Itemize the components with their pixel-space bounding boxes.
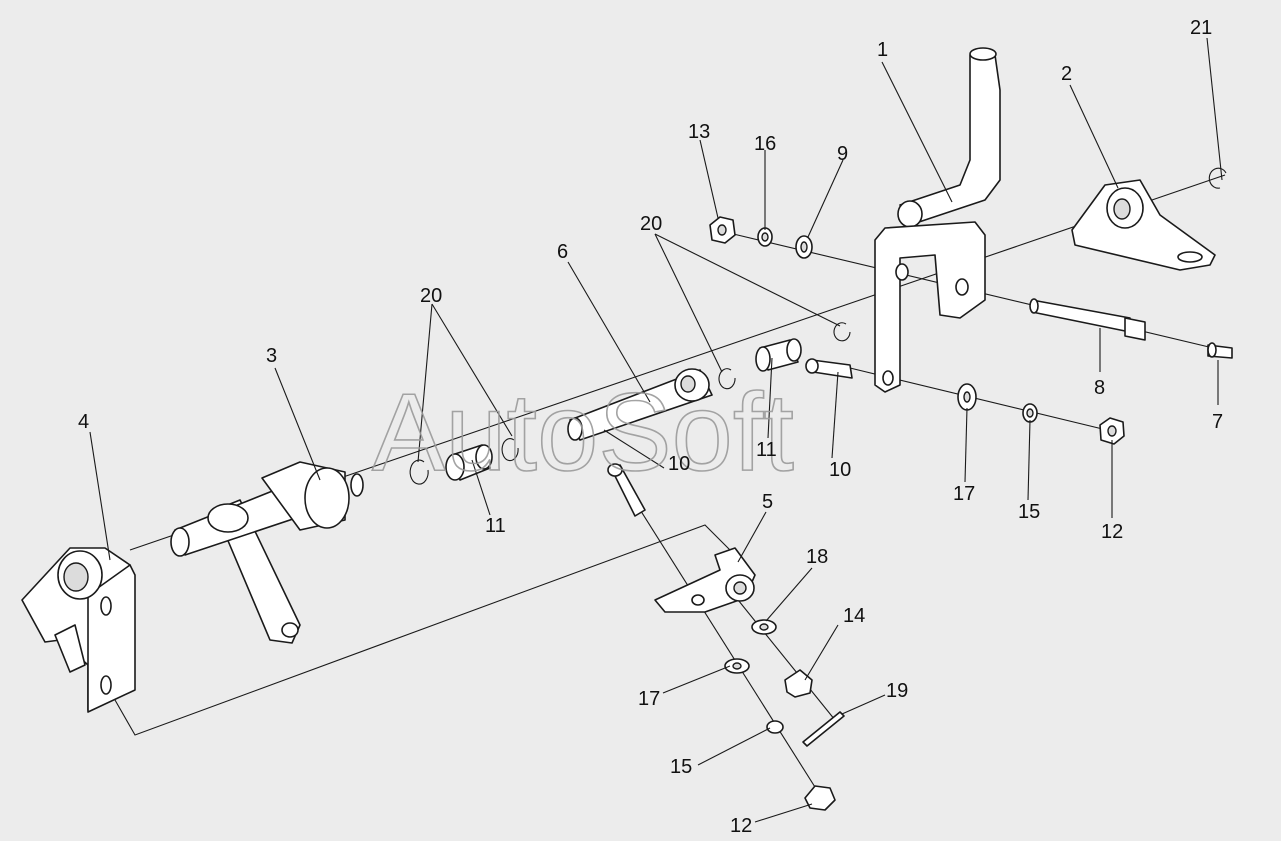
part-6-shaft xyxy=(567,368,713,441)
callout-13: 13 xyxy=(688,121,710,143)
callout-11-right: 11 xyxy=(756,439,777,461)
callout-4: 4 xyxy=(78,411,89,433)
bracket-to-lever-axis xyxy=(114,524,741,736)
part-5-lower-lever xyxy=(654,547,756,613)
part-15-lock-washer-lower xyxy=(766,720,784,734)
callout-12-lower: 12 xyxy=(730,815,752,837)
lower-stud-axis xyxy=(614,469,821,796)
part-8-pivot-bolt xyxy=(1029,298,1146,341)
part-13-nut-upper xyxy=(709,216,736,244)
part-7-grease-fitting xyxy=(1207,342,1233,359)
watermark-text: AutoSoft xyxy=(372,371,794,494)
callout-15-lower: 15 xyxy=(670,756,692,778)
callout-5: 5 xyxy=(762,491,773,513)
circlip-20-d xyxy=(833,322,851,342)
circlip-20-a xyxy=(409,459,429,485)
part-9-washer xyxy=(795,235,813,259)
part-17-washer-lower xyxy=(724,658,750,674)
lever-pin-axis xyxy=(729,589,836,721)
circlip-20-b xyxy=(501,438,519,462)
part-12-nut-lower xyxy=(804,785,836,811)
part-19-cotter-pin xyxy=(802,711,845,747)
callout-16: 16 xyxy=(754,133,776,155)
callout-leaders xyxy=(89,37,1223,823)
callout-21: 21 xyxy=(1190,17,1212,39)
callout-1: 1 xyxy=(877,39,888,61)
callout-18: 18 xyxy=(806,546,828,568)
part-2-mounting-bracket xyxy=(1071,179,1216,271)
callout-15-right: 15 xyxy=(1018,501,1040,523)
callout-8: 8 xyxy=(1094,377,1105,399)
callout-17-right: 17 xyxy=(953,483,975,505)
callout-3: 3 xyxy=(266,345,277,367)
part-14-castle-nut xyxy=(784,669,813,698)
callout-14: 14 xyxy=(843,605,865,627)
callout-10-upper: 10 xyxy=(829,459,851,481)
callout-20-right: 20 xyxy=(640,213,662,235)
part-15-lock-washer-right xyxy=(1022,403,1038,423)
callout-6: 6 xyxy=(557,241,568,263)
callout-labels: 1 2 3 4 5 6 7 8 9 10 10 11 11 12 12 13 1… xyxy=(78,17,1223,837)
part-10-ball-stud-lower xyxy=(607,463,646,517)
part-3-lever-shaft xyxy=(170,461,364,644)
callout-9: 9 xyxy=(837,143,848,165)
callout-2: 2 xyxy=(1061,63,1072,85)
bushing-11-left xyxy=(445,444,493,481)
callout-10-lower: 10 xyxy=(668,453,690,475)
part-16-lock-washer xyxy=(757,227,773,247)
part-12-nut-right xyxy=(1099,417,1125,445)
callout-20-left: 20 xyxy=(420,285,442,307)
part-1-pedal-lever xyxy=(874,47,1001,393)
callout-17-lower: 17 xyxy=(638,688,660,710)
part-18-washer xyxy=(751,619,777,635)
callout-12-right: 12 xyxy=(1101,521,1123,543)
callout-7: 7 xyxy=(1212,411,1223,433)
part-17-washer-right xyxy=(957,383,977,411)
circlip-20-c xyxy=(718,368,736,390)
part-10-ball-stud-upper xyxy=(805,358,853,379)
circlip-21 xyxy=(1208,167,1227,189)
bushing-11-right xyxy=(755,338,802,372)
callout-11-left: 11 xyxy=(485,515,506,537)
callout-19: 19 xyxy=(886,680,908,702)
part-4-bracket xyxy=(21,547,136,713)
